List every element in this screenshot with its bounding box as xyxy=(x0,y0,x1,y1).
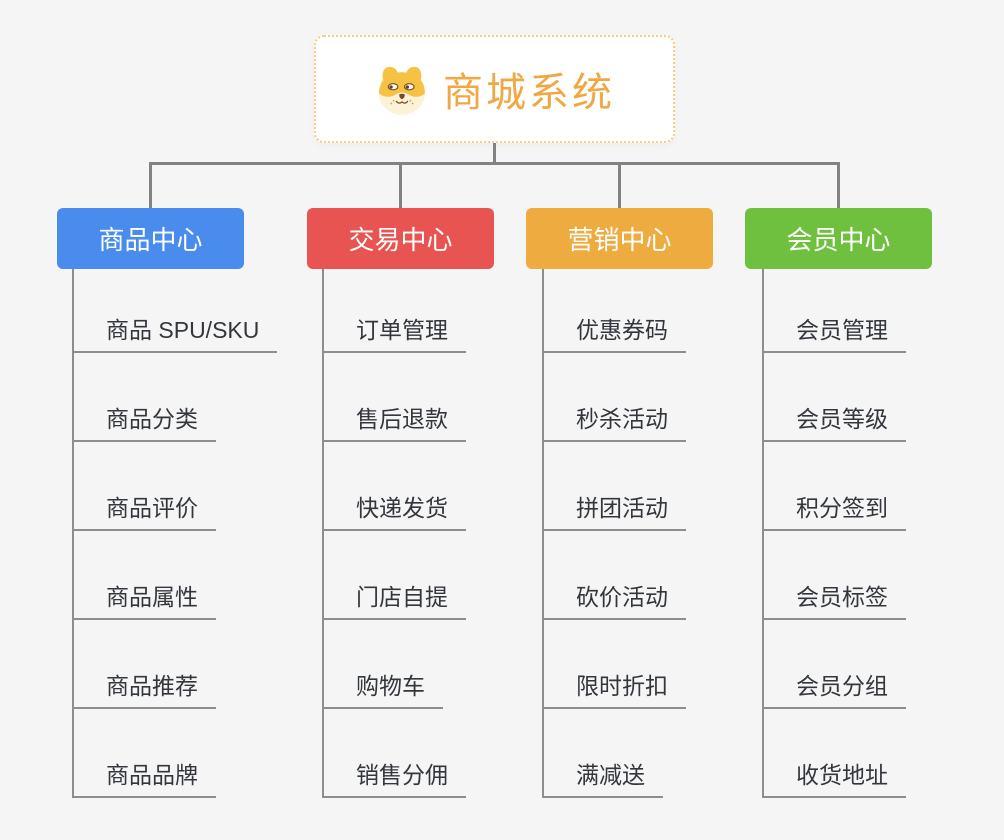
topic-row: 会员标签 xyxy=(764,531,906,620)
topic-row: 商品分类 xyxy=(74,353,277,442)
branch-list-trade-center: 订单管理 售后退款 快递发货 门店自提 购物车 销售分佣 xyxy=(322,269,466,798)
connector-bus xyxy=(149,162,840,165)
root-node[interactable]: 商城系统 xyxy=(314,35,675,143)
topic-row: 商品 SPU/SKU xyxy=(74,269,278,353)
connector-drop-trade-center xyxy=(399,162,402,208)
topic-row: 订单管理 xyxy=(324,269,466,353)
topic-row: 砍价活动 xyxy=(544,531,686,620)
topic-row: 商品评价 xyxy=(74,442,277,531)
topic-row: 商品品牌 xyxy=(74,709,277,798)
topic-row: 快递发货 xyxy=(324,442,466,531)
topic-row: 收货地址 xyxy=(764,709,906,798)
topic-row: 秒杀活动 xyxy=(544,353,686,442)
connector-drop-member-center xyxy=(837,162,840,208)
topic-node[interactable]: 秒杀活动 xyxy=(544,406,686,442)
topic-row: 会员等级 xyxy=(764,353,906,442)
topic-row: 商品推荐 xyxy=(74,620,277,709)
connector-root-stem xyxy=(493,143,496,162)
topic-row: 限时折扣 xyxy=(544,620,686,709)
topic-node[interactable]: 快递发货 xyxy=(324,495,466,531)
branch-list-product-center: 商品 SPU/SKU 商品分类 商品评价 商品属性 商品推荐 商品品牌 xyxy=(72,269,278,798)
topic-node[interactable]: 售后退款 xyxy=(324,406,466,442)
topic-node[interactable]: 商品 SPU/SKU xyxy=(74,317,278,353)
topic-node[interactable]: 订单管理 xyxy=(324,317,466,353)
topic-node[interactable]: 商品属性 xyxy=(74,584,216,620)
topic-node[interactable]: 商品品牌 xyxy=(74,762,216,798)
topic-row: 售后退款 xyxy=(324,353,466,442)
topic-node[interactable]: 砍价活动 xyxy=(544,584,686,620)
topic-row: 购物车 xyxy=(324,620,466,709)
topic-node[interactable]: 会员等级 xyxy=(764,406,906,442)
branch-node-member-center[interactable]: 会员中心 xyxy=(745,208,932,269)
topic-row: 销售分佣 xyxy=(324,709,466,798)
root-title: 商城系统 xyxy=(443,71,615,115)
topic-node[interactable]: 会员标签 xyxy=(764,584,906,620)
topic-row: 优惠券码 xyxy=(544,269,686,353)
topic-row: 积分签到 xyxy=(764,442,906,531)
topic-node[interactable]: 满减送 xyxy=(544,762,663,798)
topic-node[interactable]: 商品分类 xyxy=(74,406,216,442)
topic-node[interactable]: 优惠券码 xyxy=(544,317,686,353)
topic-node[interactable]: 门店自提 xyxy=(324,584,466,620)
topic-node[interactable]: 会员分组 xyxy=(764,673,906,709)
branch-list-marketing-center: 优惠券码 秒杀活动 拼团活动 砍价活动 限时折扣 满减送 xyxy=(542,269,686,798)
topic-row: 拼团活动 xyxy=(544,442,686,531)
dog-face-icon xyxy=(379,66,425,115)
branch-list-member-center: 会员管理 会员等级 积分签到 会员标签 会员分组 收货地址 xyxy=(762,269,906,798)
topic-node[interactable]: 限时折扣 xyxy=(544,673,686,709)
topic-node[interactable]: 拼团活动 xyxy=(544,495,686,531)
topic-row: 会员管理 xyxy=(764,269,906,353)
topic-node[interactable]: 商品推荐 xyxy=(74,673,216,709)
branch-node-trade-center[interactable]: 交易中心 xyxy=(307,208,494,269)
topic-node[interactable]: 收货地址 xyxy=(764,762,906,798)
topic-row: 商品属性 xyxy=(74,531,277,620)
topic-node[interactable]: 积分签到 xyxy=(764,495,906,531)
topic-row: 会员分组 xyxy=(764,620,906,709)
branch-node-product-center[interactable]: 商品中心 xyxy=(57,208,244,269)
topic-node[interactable]: 商品评价 xyxy=(74,495,216,531)
topic-row: 门店自提 xyxy=(324,531,466,620)
topic-row: 满减送 xyxy=(544,709,686,798)
topic-node[interactable]: 购物车 xyxy=(324,673,443,709)
connector-drop-product-center xyxy=(149,162,152,208)
topic-node[interactable]: 销售分佣 xyxy=(324,762,466,798)
connector-drop-marketing-center xyxy=(618,162,621,208)
topic-node[interactable]: 会员管理 xyxy=(764,317,906,353)
branch-node-marketing-center[interactable]: 营销中心 xyxy=(526,208,713,269)
